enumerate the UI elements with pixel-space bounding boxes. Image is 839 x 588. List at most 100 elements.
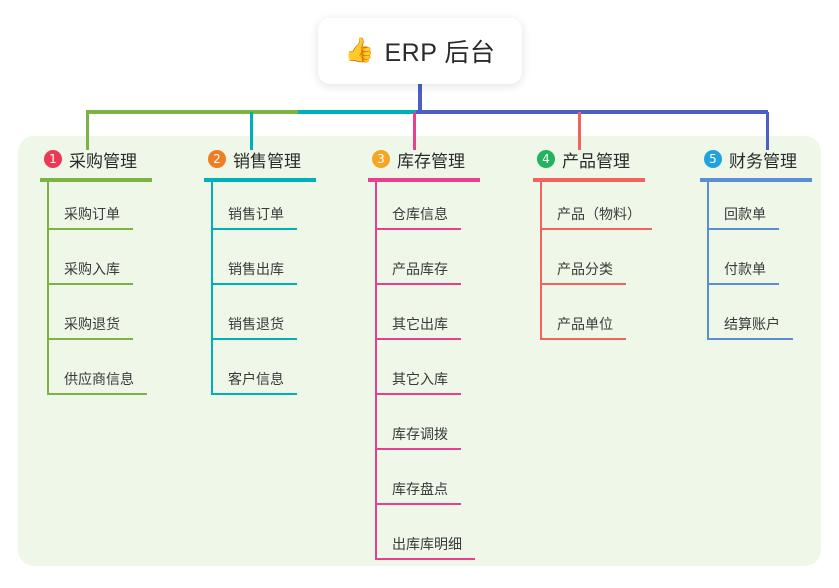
branch-item-label: 采购退货: [64, 316, 120, 332]
branch-item[interactable]: 其它入库: [368, 347, 480, 402]
branch-item-rule: [540, 338, 626, 340]
branch-item-label: 付款单: [724, 261, 766, 277]
diagram-background-panel: [18, 136, 821, 566]
root-node[interactable]: 👍 ERP 后台: [318, 18, 522, 84]
branch-item-label: 采购入库: [64, 261, 120, 277]
branch-number-badge: 2: [208, 150, 226, 168]
branch-item-rule: [47, 228, 133, 230]
branch-header-finance[interactable]: 5 财务管理: [700, 146, 812, 172]
connector-segment-green: [86, 110, 300, 114]
branch-item-rule: [375, 558, 475, 560]
branch-underline: [204, 178, 316, 182]
branch-item[interactable]: 仓库信息: [368, 182, 480, 237]
connector-root-stem: [418, 84, 422, 112]
connector-drop-purchase: [86, 112, 89, 150]
branch-item-rule: [375, 228, 461, 230]
branch-items-finance: 回款单付款单结算账户: [700, 182, 812, 347]
branch-item-rule: [540, 283, 626, 285]
branch-item-label: 其它出库: [392, 316, 448, 332]
branch-item-rule: [375, 283, 461, 285]
branch-title: 库存管理: [397, 151, 465, 171]
connector-segment-blue: [416, 110, 768, 114]
branch-item-rule: [375, 503, 461, 505]
branch-item-rule: [211, 228, 297, 230]
connector-drop-finance: [766, 112, 769, 150]
branch-items-product: 产品（物料） 产品分类产品单位: [533, 182, 652, 347]
branch-item-label: 仓库信息: [392, 206, 448, 222]
connector-drop-sales: [250, 112, 253, 150]
branch-header-sales[interactable]: 2 销售管理: [204, 146, 316, 172]
root-node-title: ERP 后台: [384, 39, 496, 67]
branch-item[interactable]: 出库库明细: [368, 512, 480, 567]
branch-items-inventory: 仓库信息产品库存其它出库其它入库库存调拨库存盘点出库库明细: [368, 182, 480, 567]
branch-item[interactable]: 采购入库: [40, 237, 152, 292]
branch-items-sales: 销售订单销售出库销售退货客户信息: [204, 182, 316, 402]
branch-item-label: 客户信息: [228, 371, 284, 387]
branch-item-label: 采购订单: [64, 206, 120, 222]
branch-item[interactable]: 产品单位: [533, 292, 645, 347]
branch-item-label: 回款单: [724, 206, 766, 222]
branch-spine: [540, 182, 542, 340]
branch-number-badge: 5: [704, 150, 722, 168]
connector-drop-product: [578, 112, 581, 150]
branch-underline: [40, 178, 152, 182]
branch-item-rule: [211, 283, 297, 285]
branch-item[interactable]: 采购退货: [40, 292, 152, 347]
branch-underline: [533, 178, 645, 182]
branch-item[interactable]: 客户信息: [204, 347, 316, 402]
branch-item[interactable]: 产品库存: [368, 237, 480, 292]
branch-item[interactable]: 结算账户: [700, 292, 812, 347]
branch-item-rule: [47, 338, 133, 340]
branch-item[interactable]: 销售订单: [204, 182, 316, 237]
branch-item[interactable]: 销售退货: [204, 292, 316, 347]
connector-drop-inventory: [413, 112, 416, 150]
branch-title: 财务管理: [729, 151, 797, 171]
branch-spine: [375, 182, 377, 560]
branch-item[interactable]: 付款单: [700, 237, 812, 292]
branch-item-label: 库存调拨: [392, 426, 448, 442]
branch-header-inventory[interactable]: 3 库存管理: [368, 146, 480, 172]
branch-item-rule: [707, 228, 779, 230]
branch-column-inventory: 3 库存管理仓库信息产品库存其它出库其它入库库存调拨库存盘点出库库明细: [368, 146, 480, 567]
branch-item[interactable]: 回款单: [700, 182, 812, 237]
branch-spine: [707, 182, 709, 340]
branch-item[interactable]: 库存盘点: [368, 457, 480, 512]
branch-item-rule: [375, 338, 461, 340]
branch-item-label: 销售订单: [228, 206, 284, 222]
branch-header-purchase[interactable]: 1 采购管理: [40, 146, 152, 172]
branch-title: 采购管理: [69, 151, 137, 171]
branch-column-finance: 5 财务管理回款单付款单结算账户: [700, 146, 812, 347]
branch-number-badge: 3: [372, 150, 390, 168]
branch-item-label: 产品（物料）: [557, 206, 641, 222]
branch-column-sales: 2 销售管理销售订单销售出库销售退货客户信息: [204, 146, 316, 402]
branch-item-rule: [707, 283, 779, 285]
branch-number-badge: 1: [44, 150, 62, 168]
branch-item-rule: [375, 393, 461, 395]
branch-item-label: 销售退货: [228, 316, 284, 332]
connector-segment-teal: [298, 110, 418, 114]
thumbs-up-icon: 👍: [344, 37, 375, 64]
branch-column-purchase: 1 采购管理采购订单采购入库采购退货供应商信息: [40, 146, 152, 402]
branch-item[interactable]: 供应商信息: [40, 347, 152, 402]
branch-item-rule: [47, 283, 133, 285]
branch-underline: [368, 178, 480, 182]
branch-item-label: 库存盘点: [392, 481, 448, 497]
branch-item[interactable]: 采购订单: [40, 182, 152, 237]
branch-item-label: 产品库存: [392, 261, 448, 277]
branch-title: 销售管理: [233, 151, 301, 171]
branch-item-rule: [707, 338, 793, 340]
branch-spine: [47, 182, 49, 395]
branch-item-rule: [211, 338, 297, 340]
branch-item[interactable]: 库存调拨: [368, 402, 480, 457]
branch-item-label: 产品单位: [557, 316, 613, 332]
branch-item[interactable]: 其它出库: [368, 292, 480, 347]
branch-item-label: 供应商信息: [64, 371, 134, 387]
branch-item[interactable]: 销售出库: [204, 237, 316, 292]
branch-item-rule: [375, 448, 461, 450]
branch-item-rule: [211, 393, 297, 395]
branch-item-rule: [47, 393, 147, 395]
branch-item[interactable]: 产品（物料）: [533, 182, 652, 237]
branch-item[interactable]: 产品分类: [533, 237, 645, 292]
